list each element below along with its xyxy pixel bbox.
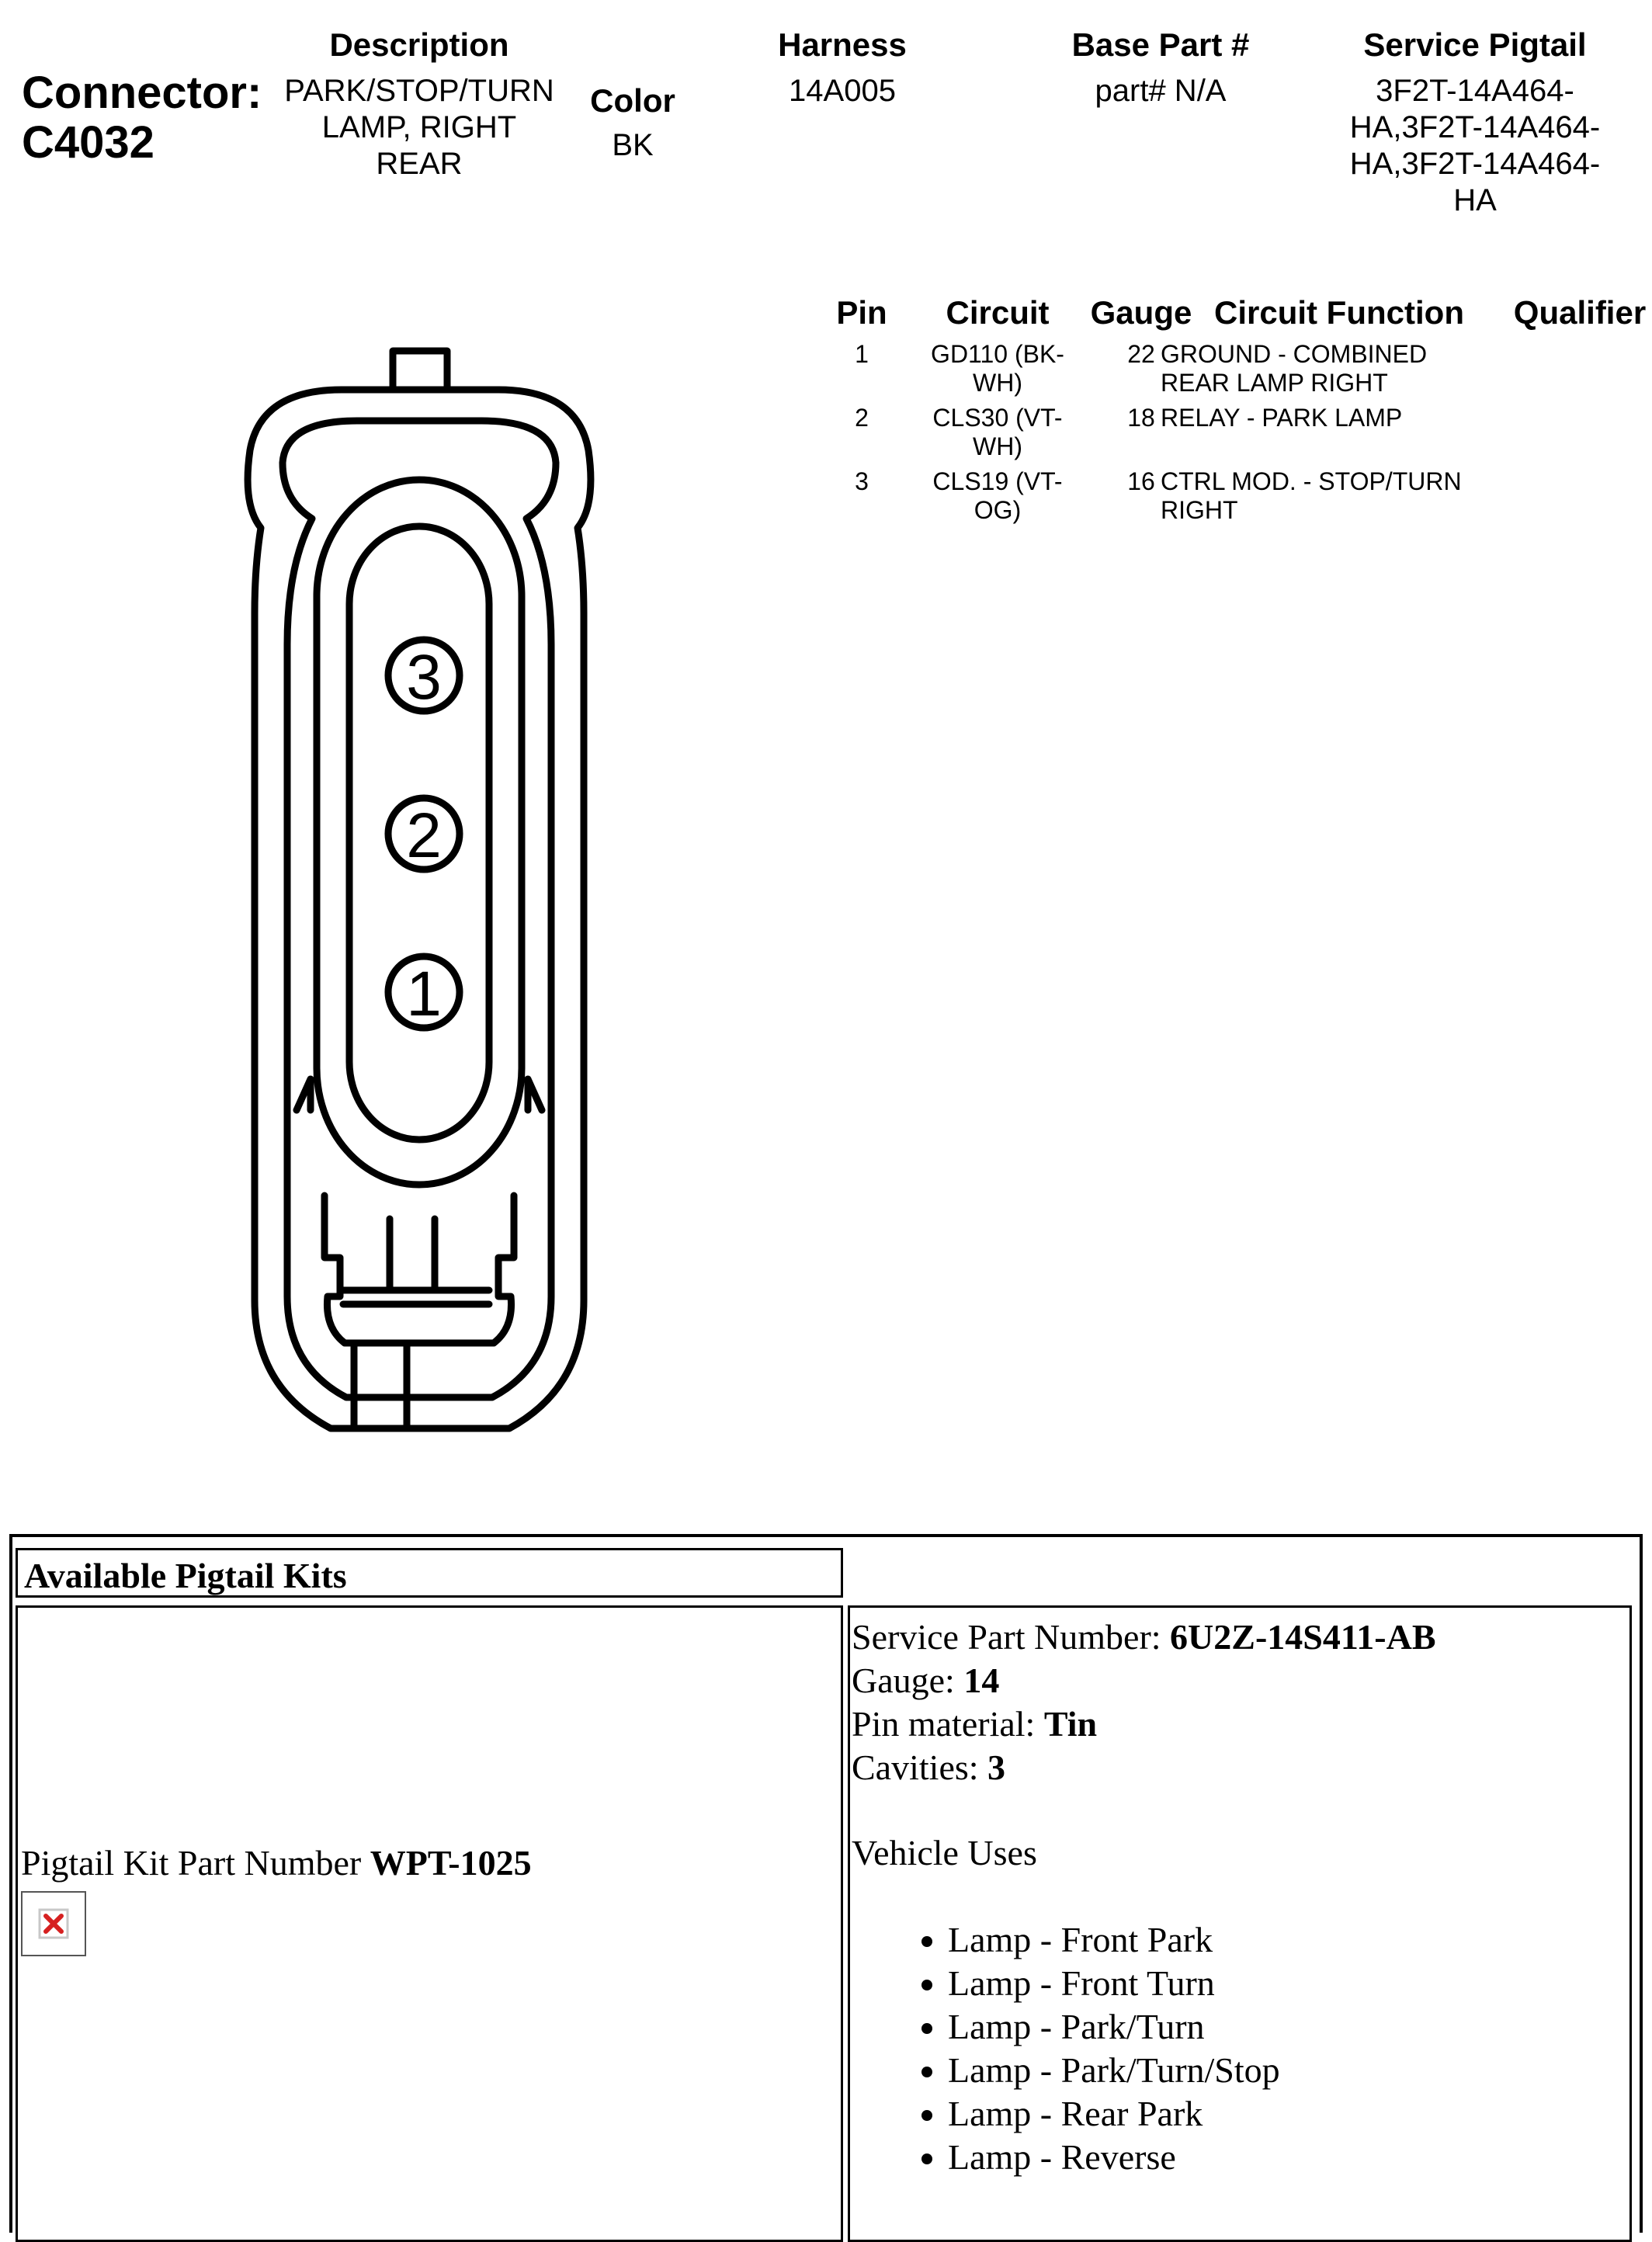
- pin-function-line: REAR LAMP RIGHT: [1161, 369, 1388, 397]
- vehicle-use-item: Lamp - Reverse: [948, 2136, 1436, 2179]
- side-rib: [524, 1075, 546, 1114]
- pin-row: 1 GD110 (BK- WH) 22 GROUND - COMBINED RE…: [819, 340, 1634, 402]
- vehicle-use-item: Lamp - Park/Turn: [948, 2005, 1436, 2049]
- base-part-header: Base Part #: [1071, 26, 1250, 63]
- pin-function: GROUND - COMBINED REAR LAMP RIGHT: [1161, 340, 1502, 397]
- description-value: PARK/STOP/TURN LAMP, RIGHT REAR: [256, 73, 582, 182]
- service-pigtail-header: Service Pigtail: [1363, 26, 1587, 63]
- pin-circuit-line: OG): [974, 496, 1022, 524]
- service-pigtail-line: 3F2T-14A464-: [1376, 74, 1574, 108]
- circuit-header: Circuit: [946, 294, 1050, 331]
- pin-function-line: RELAY - PARK LAMP: [1161, 404, 1403, 432]
- pigtail-kits-title-cell: Available Pigtail Kits: [16, 1548, 843, 1598]
- connector-label: Connector:: [22, 68, 262, 118]
- service-pigtail-value: 3F2T-14A464- HA,3F2T-14A464- HA,3F2T-14A…: [1312, 73, 1638, 219]
- vehicle-use-item: Lamp - Rear Park: [948, 2092, 1436, 2136]
- pin-number: 2: [855, 404, 869, 432]
- pin-circuit: CLS19 (VT- OG): [904, 467, 1091, 525]
- connector-id: C4032: [22, 117, 154, 168]
- vehicle-use-item: Lamp - Front Turn: [948, 1962, 1436, 2005]
- pin-circuit-line: WH): [973, 432, 1022, 460]
- pin-function: RELAY - PARK LAMP: [1161, 404, 1502, 432]
- connector-face-diagram: 3 2 1: [244, 347, 595, 1432]
- description-header: Description: [329, 26, 509, 63]
- service-part-pin-material: Pin material: Tin: [852, 1704, 1098, 1744]
- pin-2-circle: [384, 794, 463, 873]
- description-line: PARK/STOP/TURN: [284, 74, 554, 108]
- housing-inner-wall: [279, 417, 560, 1401]
- housing-outline: [244, 386, 595, 1432]
- pin-carrier-inner: [345, 522, 493, 1144]
- pigtail-kits-title: Available Pigtail Kits: [24, 1556, 347, 1595]
- function-header: Circuit Function: [1214, 294, 1464, 331]
- vehicle-use-item: Lamp - Front Park: [948, 1918, 1436, 1962]
- pigtail-kits-table: [9, 1534, 1643, 2233]
- pin-gauge: 16: [1127, 467, 1155, 495]
- vehicle-uses-label: Vehicle Uses: [852, 1833, 1037, 1872]
- pin-circuit-line: GD110 (BK-: [931, 340, 1064, 368]
- pin-function: CTRL MOD. - STOP/TURN RIGHT: [1161, 467, 1502, 525]
- pin-number: 3: [855, 467, 869, 495]
- pin-row: 2 CLS30 (VT- WH) 18 RELAY - PARK LAMP: [819, 404, 1634, 466]
- harness-header: Harness: [778, 26, 907, 63]
- service-part-number: Service Part Number: 6U2Z-14S411-AB: [852, 1617, 1436, 1657]
- service-part-details: Service Part Number: 6U2Z-14S411-AB Gaug…: [852, 1616, 1436, 2179]
- service-pigtail-line: HA,3F2T-14A464-: [1349, 147, 1601, 181]
- pin-circuit: CLS30 (VT- WH): [904, 404, 1091, 461]
- service-pigtail-line: HA,3F2T-14A464-: [1349, 110, 1601, 144]
- base-part-value: part# N/A: [1095, 74, 1227, 108]
- service-part-gauge: Gauge: 14: [852, 1661, 1000, 1700]
- description-line: REAR: [376, 147, 463, 181]
- service-pigtail-line: HA: [1453, 183, 1497, 217]
- pigtail-kit-cell: Pigtail Kit Part Number WPT-1025: [16, 1605, 843, 2242]
- pin-circuit: GD110 (BK- WH): [904, 340, 1091, 397]
- pin-gauge: 18: [1127, 404, 1155, 432]
- side-rib: [293, 1075, 314, 1114]
- pin-3-circle: [384, 636, 463, 715]
- pigtail-kit-number: WPT-1025: [370, 1843, 532, 1883]
- vehicle-uses-list: Lamp - Front Park Lamp - Front Turn Lamp…: [852, 1918, 1436, 2179]
- pin-function-line: RIGHT: [1161, 496, 1238, 524]
- lock-box: [321, 1192, 518, 1347]
- service-part-cavities: Cavities: 3: [852, 1747, 1006, 1787]
- pin-3-label: 3: [406, 642, 442, 713]
- pin-table: Pin Circuit Gauge Circuit Function Quali…: [0, 0, 1652, 543]
- pin-circuit-line: CLS19 (VT-: [932, 467, 1063, 495]
- gauge-header: Gauge: [1090, 294, 1192, 331]
- pin-number: 1: [855, 340, 869, 368]
- color-header: Color: [590, 82, 675, 119]
- pin-function-line: GROUND - COMBINED: [1161, 340, 1428, 368]
- pin-function-line: CTRL MOD. - STOP/TURN: [1161, 467, 1462, 495]
- pigtail-kit-label: Pigtail Kit Part Number: [21, 1843, 370, 1883]
- pin-1-label: 1: [406, 959, 442, 1029]
- pin-header: Pin: [836, 294, 887, 331]
- pin-carrier-outer: [313, 476, 526, 1189]
- latch-tab: [389, 347, 451, 394]
- qualifier-header: Qualifier: [1513, 294, 1647, 331]
- pin-1-circle: [384, 953, 463, 1032]
- description-line: LAMP, RIGHT: [321, 110, 517, 144]
- color-value: BK: [612, 128, 654, 162]
- pigtail-kit-part-number: Pigtail Kit Part Number WPT-1025: [21, 1842, 532, 1883]
- broken-image-icon: [21, 1891, 86, 1956]
- pin-circuit-line: WH): [973, 369, 1022, 397]
- pin-row: 3 CLS19 (VT- OG) 16 CTRL MOD. - STOP/TUR…: [819, 467, 1634, 529]
- service-part-cell: Service Part Number: 6U2Z-14S411-AB Gaug…: [848, 1605, 1632, 2242]
- vehicle-use-item: Lamp - Park/Turn/Stop: [948, 2049, 1436, 2092]
- harness-value: 14A005: [789, 74, 896, 108]
- pin-circuit-line: CLS30 (VT-: [932, 404, 1063, 432]
- pin-table-header: Pin Circuit Gauge Circuit Function Quali…: [819, 293, 1646, 332]
- pin-gauge: 22: [1127, 340, 1155, 368]
- pin-2-label: 2: [406, 800, 442, 871]
